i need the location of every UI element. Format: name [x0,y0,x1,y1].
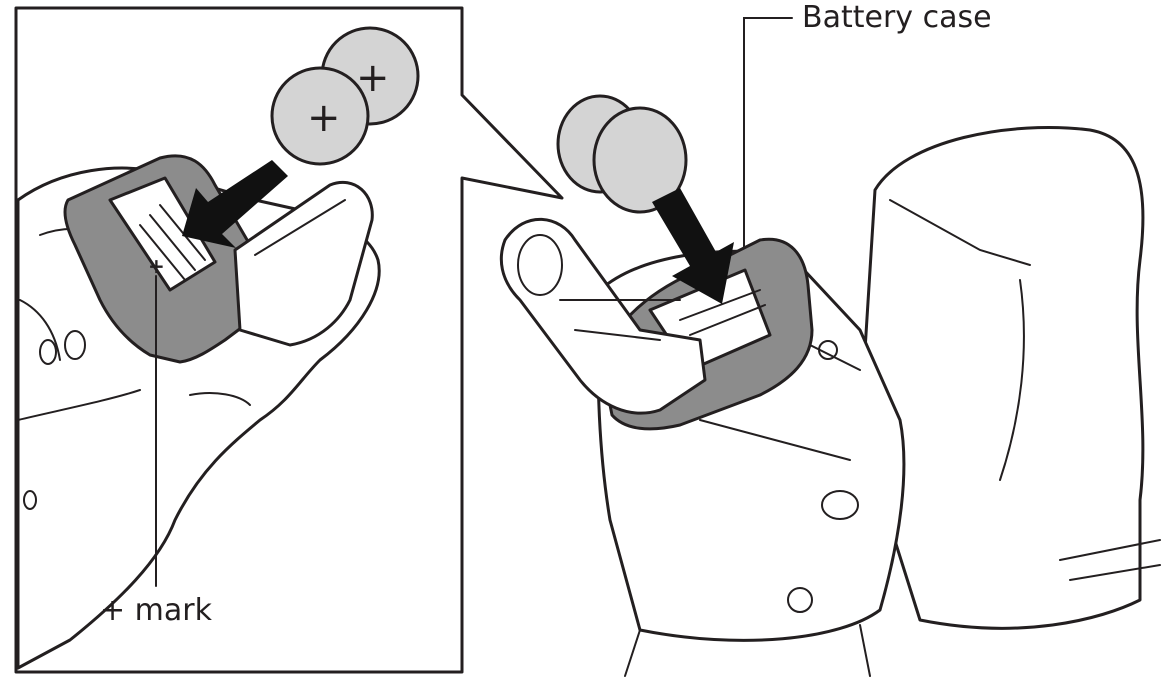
plus-terminal-symbol: + [148,254,165,278]
coin-battery-front-main [592,106,688,214]
body-contour [624,629,641,677]
terminal-line [149,214,196,271]
plus-symbol-battery-front: + [307,95,341,141]
terminal-line [139,224,186,281]
lid-edge [574,329,661,341]
device-shell-rear [858,126,1145,630]
terminal-line [679,289,761,321]
lid-latch [517,234,563,296]
main-view [499,17,1161,677]
screw-hole [64,330,86,360]
screw-hole [787,587,813,613]
battery-lid-open [233,181,374,347]
screw-hole [818,340,838,360]
screw-hole [23,490,37,510]
battery-case-label: Battery case [802,0,992,35]
terminal-line [159,204,206,261]
insert-arrow-main [652,188,734,304]
zoom-callout-frame [14,6,564,674]
terminal-line [689,304,766,336]
shell-contour [889,199,1031,266]
plus-symbol-battery-back: + [356,55,390,101]
battery-lid-open-main [499,217,707,415]
shell-contour [999,279,1025,481]
screw-hole [39,339,57,365]
lid-edge [254,199,346,256]
body-contour [189,392,251,406]
zoom-panel [14,6,564,674]
body-contour [19,299,61,361]
shell-contour [1069,564,1161,581]
insert-arrow-zoom [182,160,288,248]
screw-hole [821,490,859,520]
body-contour [699,419,851,461]
battery-case-leader [743,17,793,249]
body-contour [17,389,141,421]
coin-battery-front [270,66,370,166]
plus-mark-label: + mark [100,593,212,628]
shell-contour [1059,539,1161,561]
body-contour [859,624,871,677]
